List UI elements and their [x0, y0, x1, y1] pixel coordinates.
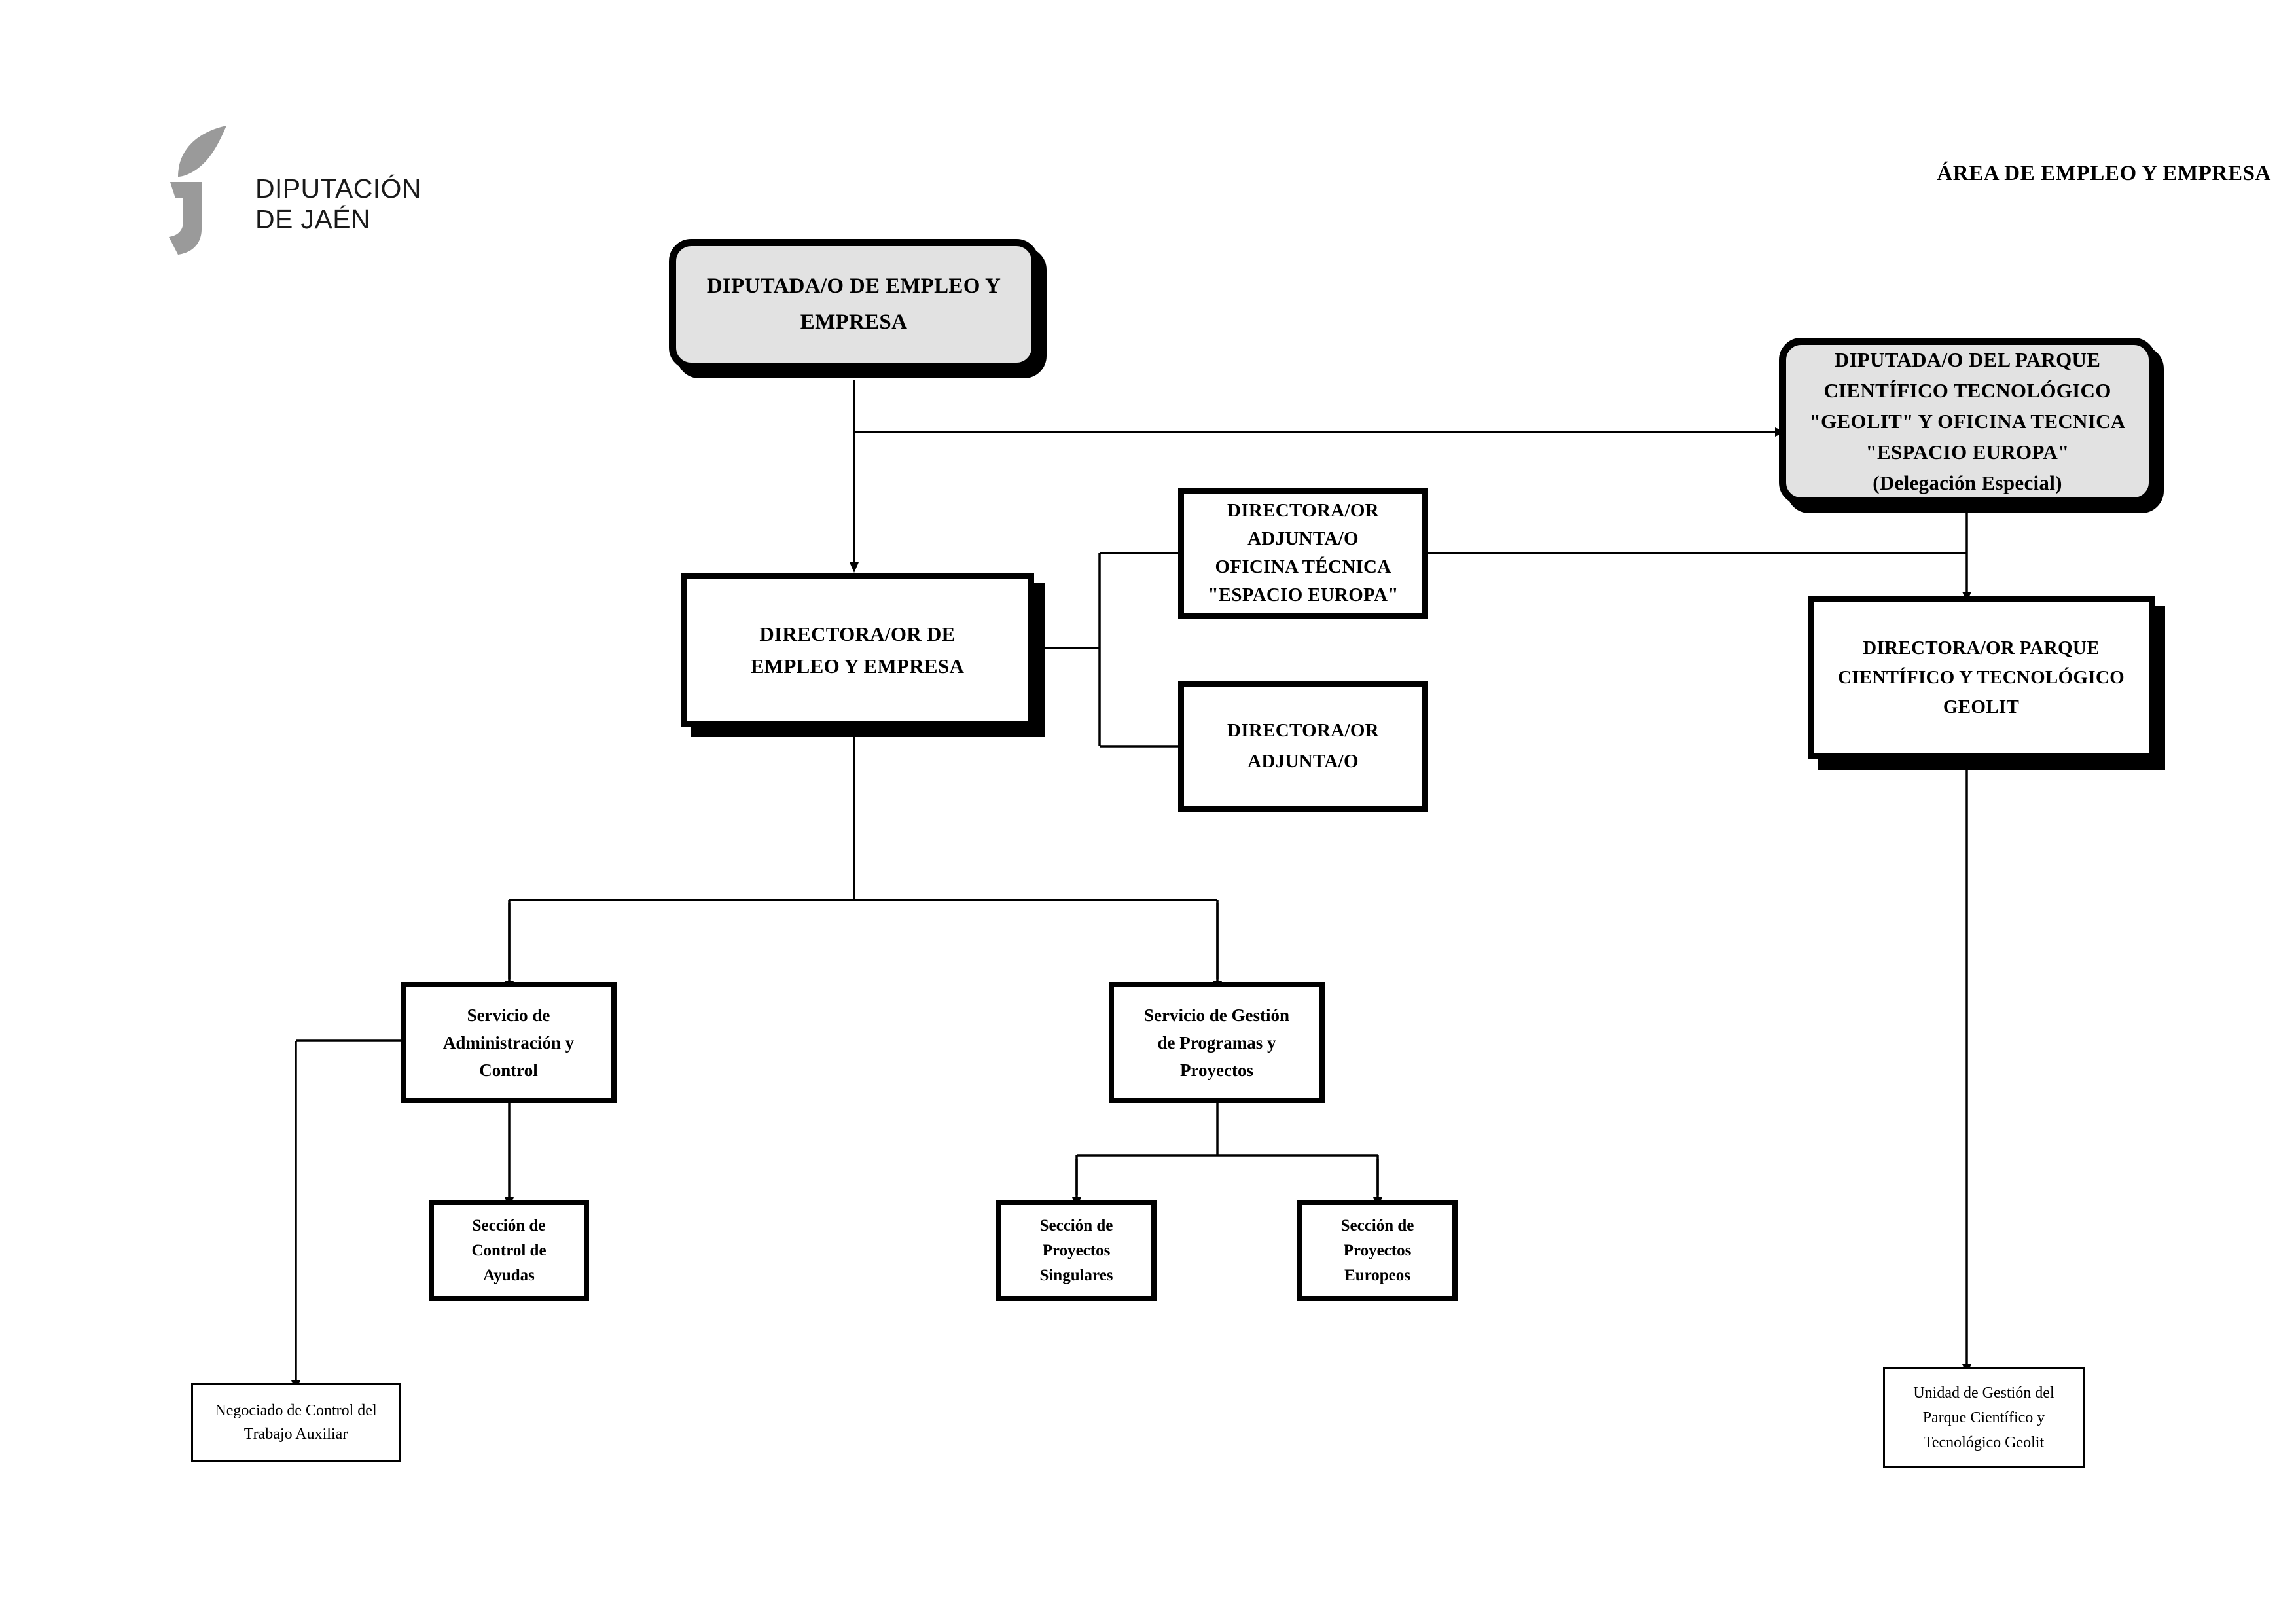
node-line: Sección de — [1340, 1216, 1414, 1235]
node-line: DIRECTORA/OR — [1227, 500, 1379, 521]
node-line: (Delegación Especial) — [1873, 471, 2062, 494]
node-diputado-geolit[interactable]: DIPUTADA/O DEL PARQUE CIENTÍFICO TECNOLÓ… — [1779, 338, 2156, 505]
node-line: "ESPACIO EUROPA" — [1208, 585, 1399, 605]
node-line: CIENTÍFICO TECNOLÓGICO — [1823, 379, 2111, 402]
node-seccion-ayudas[interactable]: Sección de Control de Ayudas — [429, 1200, 589, 1301]
logo-line-1: DIPUTACIÓN — [255, 173, 422, 204]
diputacion-jaen-logo: DIPUTACIÓN DE JAÉN — [156, 124, 437, 255]
node-adjunta-oficina[interactable]: DIRECTORA/OR ADJUNTA/O OFICINA TÉCNICA "… — [1178, 488, 1428, 619]
node-line: Tecnológico Geolit — [1923, 1434, 2045, 1451]
node-servicio-admin[interactable]: Servicio de Administración y Control — [401, 982, 617, 1103]
node-line: de Programas y — [1157, 1032, 1276, 1053]
node-line: GEOLIT — [1943, 696, 2020, 717]
node-line: Trabajo Auxiliar — [243, 1426, 348, 1443]
node-seccion-singulares[interactable]: Sección de Proyectos Singulares — [996, 1200, 1157, 1301]
node-director-geolit[interactable]: DIRECTORA/OR PARQUE CIENTÍFICO Y TECNOLÓ… — [1808, 596, 2155, 759]
edge-director-to-adjuntas — [1034, 552, 1178, 748]
node-line: CIENTÍFICO Y TECNOLÓGICO — [1838, 666, 2125, 688]
node-line: "ESPACIO EUROPA" — [1865, 441, 2070, 463]
node-director-empleo[interactable]: DIRECTORA/OR DE EMPLEO Y EMPRESA — [681, 573, 1034, 727]
node-line: Control — [479, 1060, 538, 1080]
node-line: Sección de — [1039, 1216, 1113, 1235]
node-line: Control de — [471, 1241, 547, 1259]
node-negociado-control[interactable]: Negociado de Control del Trabajo Auxilia… — [191, 1383, 401, 1462]
node-line: Servicio de Gestión — [1144, 1005, 1289, 1025]
node-line: "GEOLIT" Y OFICINA TECNICA — [1809, 410, 2126, 433]
node-line: Proyectos — [1343, 1241, 1412, 1259]
node-line: ADJUNTA/O — [1247, 528, 1359, 549]
node-servicio-gestion[interactable]: Servicio de Gestión de Programas y Proye… — [1109, 982, 1325, 1103]
node-line: DIRECTORA/OR — [1227, 720, 1379, 741]
logo-wordmark: DIPUTACIÓN DE JAÉN — [255, 173, 439, 235]
node-adjunta[interactable]: DIRECTORA/OR ADJUNTA/O — [1178, 681, 1428, 812]
node-line: DIPUTADA/O DE EMPLEO Y — [706, 274, 1001, 298]
node-line: Sección de — [472, 1216, 546, 1235]
node-unidad-geolit[interactable]: Unidad de Gestión del Parque Científico … — [1883, 1367, 2085, 1468]
node-line: DIPUTADA/O DEL PARQUE — [1834, 348, 2101, 371]
node-line: Unidad de Gestión del — [1913, 1384, 2054, 1401]
node-line: Proyectos — [1180, 1060, 1253, 1080]
node-diputado-empleo[interactable]: DIPUTADA/O DE EMPLEO Y EMPRESA — [669, 239, 1039, 370]
node-line: OFICINA TÉCNICA — [1215, 556, 1391, 577]
node-line: ADJUNTA/O — [1247, 751, 1359, 772]
node-seccion-europeos[interactable]: Sección de Proyectos Europeos — [1297, 1200, 1458, 1301]
area-title: ÁREA DE EMPLEO Y EMPRESA — [1937, 162, 2271, 185]
edge-gestion-to-secciones — [1075, 1100, 1379, 1195]
node-line: Singulares — [1039, 1266, 1113, 1284]
node-line: Administración y — [442, 1032, 575, 1053]
j-flame-icon — [169, 126, 226, 255]
node-line: Parque Científico y — [1922, 1409, 2045, 1426]
node-line: Europeos — [1344, 1266, 1410, 1284]
logo-line-2: DE JAÉN — [255, 204, 370, 234]
node-line: EMPLEO Y EMPRESA — [750, 654, 965, 677]
node-line: DIRECTORA/OR DE — [759, 622, 956, 645]
node-line: Ayudas — [483, 1266, 535, 1284]
node-line: DIRECTORA/OR PARQUE — [1863, 637, 2100, 659]
node-line: Proyectos — [1042, 1241, 1111, 1259]
edge-director-to-servicios — [508, 727, 1219, 979]
node-line: Servicio de — [467, 1005, 550, 1025]
node-line: EMPRESA — [800, 310, 908, 334]
node-line: Negociado de Control del — [215, 1402, 377, 1419]
